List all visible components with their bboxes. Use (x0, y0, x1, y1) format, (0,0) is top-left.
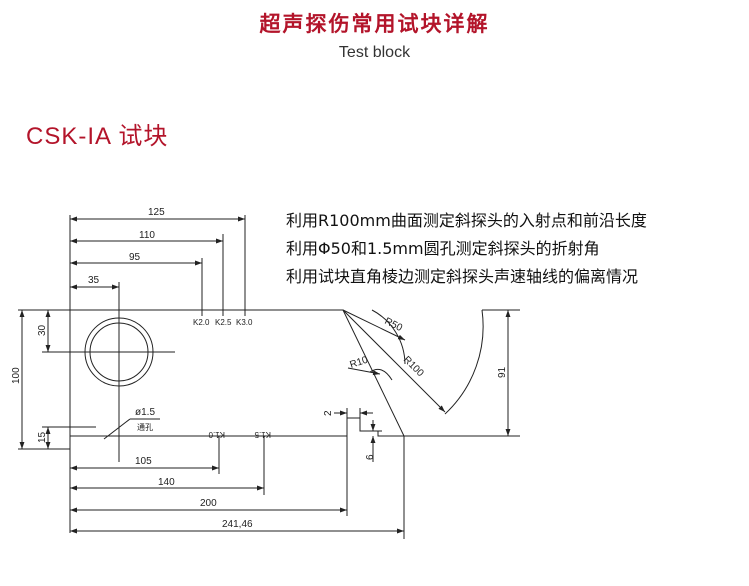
dim-label-200: 200 (200, 498, 217, 509)
r100-arc (444, 309, 484, 415)
dim-label-15: 15 (37, 431, 48, 443)
description-line: 利用试块直角棱边测定斜探头声速轴线的偏离情况 (286, 267, 639, 286)
k-label: K2.5 (215, 318, 232, 327)
description-line: 利用R100mm曲面测定斜探头的入射点和前沿长度 (286, 211, 647, 230)
section-title: CSK-IA 试块 (26, 123, 169, 150)
hole-label: 通孔 (137, 422, 153, 432)
hole-label: ø1.5 (135, 407, 155, 418)
radius-line-r100 (342, 309, 446, 413)
description-line: 利用Φ50和1.5mm圆孔测定斜探头的折射角 (286, 239, 600, 258)
dim-label-35: 35 (88, 275, 100, 286)
r10-arc (369, 368, 393, 381)
radius-line-r50 (342, 309, 406, 341)
dim-label-2: 2 (323, 410, 334, 416)
dim-label-6: 6 (365, 454, 376, 460)
k-label: K1.5 (254, 430, 271, 439)
dim-label-140: 140 (158, 477, 175, 488)
page-subtitle: Test block (338, 44, 411, 61)
dim-label-110: 110 (139, 230, 155, 241)
small-hole-leader (103, 418, 131, 440)
k-label: K3.0 (236, 318, 253, 327)
k-label: K1.0 (208, 430, 225, 439)
page-title: 超声探伤常用试块详解 (259, 12, 490, 36)
dim-label-95: 95 (129, 252, 141, 263)
dim-label-100: 100 (11, 367, 22, 384)
radius-line-r10 (347, 367, 381, 376)
dim-label-30: 30 (37, 324, 48, 336)
description-list: 利用R100mm曲面测定斜探头的入射点和前沿长度 利用Φ50和1.5mm圆孔测定… (286, 207, 647, 291)
block-outline (69, 309, 405, 437)
k-label: K2.0 (193, 318, 210, 327)
dim-label-241: 241,46 (222, 519, 253, 530)
dim-label-125: 125 (148, 207, 165, 218)
radius-label-r10: R10 (349, 355, 370, 371)
r50-arc (371, 309, 406, 365)
dim-label-105: 105 (135, 456, 152, 467)
dim-label-91: 91 (497, 366, 508, 378)
radius-label-r50: R50 (383, 316, 405, 334)
radius-label-r100: R100 (401, 354, 426, 379)
